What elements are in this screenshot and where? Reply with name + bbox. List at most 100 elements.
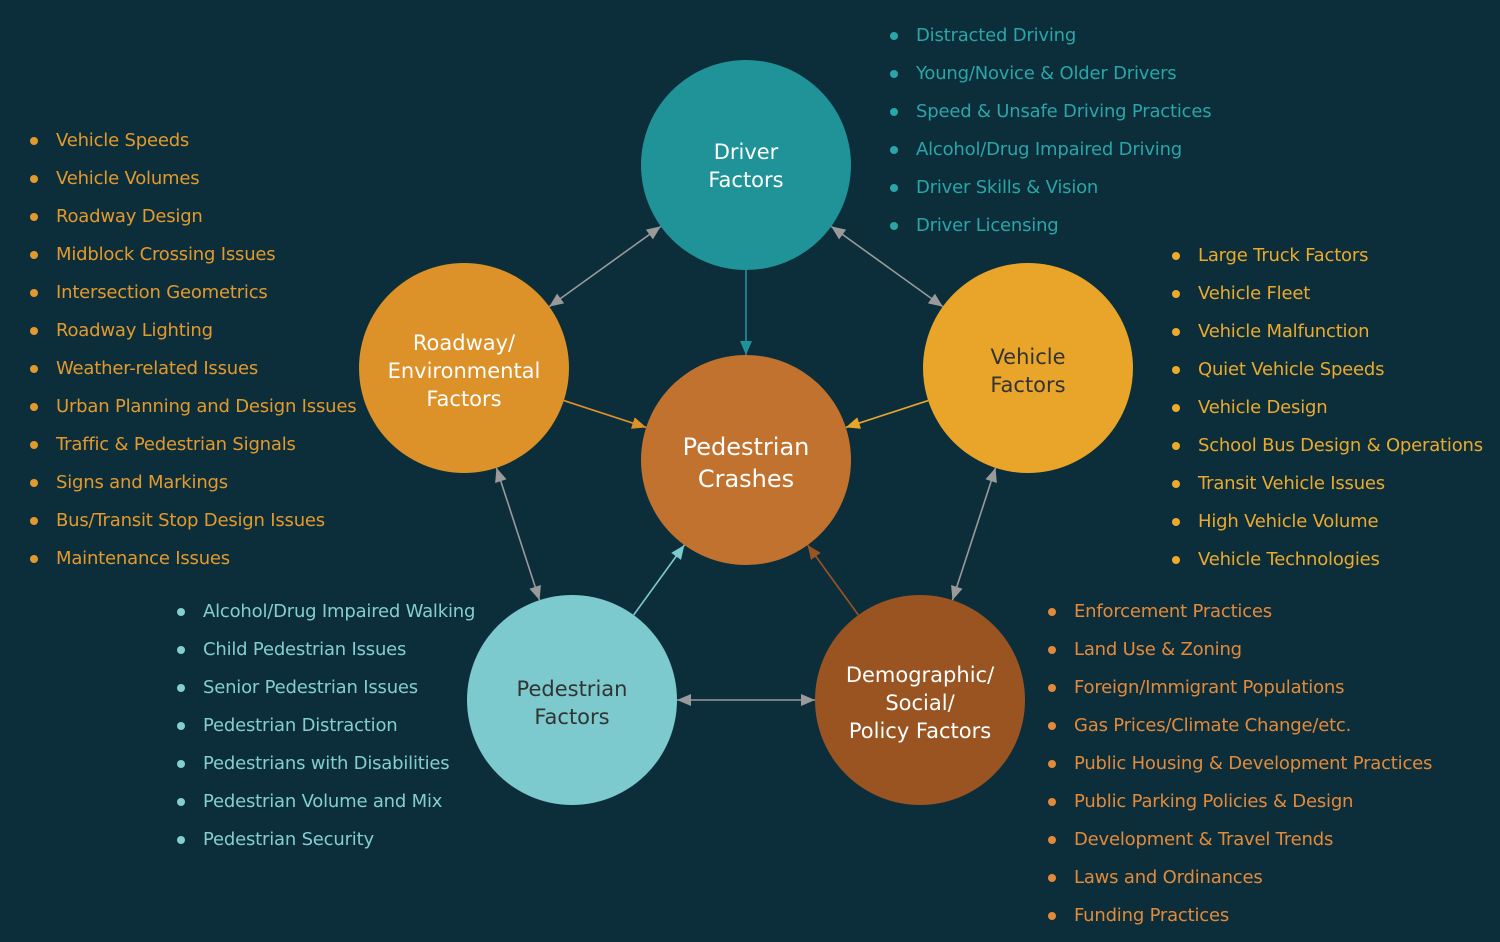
demographic-factor-item: Laws and Ordinances: [1048, 866, 1432, 904]
factor-text: Pedestrian Distraction: [203, 715, 398, 736]
factor-text: Vehicle Technologies: [1198, 549, 1380, 570]
pedestrian-factor-item: Alcohol/Drug Impaired Walking: [177, 600, 475, 638]
pedestrian-factor-item: Senior Pedestrian Issues: [177, 676, 475, 714]
factor-text: Traffic & Pedestrian Signals: [56, 434, 296, 455]
bullet-icon: [30, 175, 38, 183]
bullet-icon: [1172, 480, 1180, 488]
vehicle-factor-item: Vehicle Technologies: [1172, 548, 1483, 586]
bullet-icon: [1172, 290, 1180, 298]
bullet-icon: [177, 684, 185, 692]
factor-text: High Vehicle Volume: [1198, 511, 1379, 532]
bullet-icon: [30, 327, 38, 335]
arrowhead-icon: [927, 293, 943, 307]
bullet-icon: [30, 289, 38, 297]
driver-factor-item: Distracted Driving: [890, 24, 1211, 62]
arrowhead-icon: [671, 545, 685, 560]
bullet-icon: [1048, 798, 1056, 806]
factor-text: Signs and Markings: [56, 472, 228, 493]
bullet-icon: [890, 146, 898, 154]
bullet-icon: [1172, 366, 1180, 374]
vehicle-to-center-arrow: [845, 399, 929, 429]
arrowhead-icon: [677, 694, 691, 706]
bullet-icon: [1048, 874, 1056, 882]
roadway-factor-item: Signs and Markings: [30, 471, 356, 509]
factor-text: Midblock Crossing Issues: [56, 244, 276, 265]
vehicle-node-label: Vehicle Factors: [990, 345, 1066, 397]
bullet-icon: [1048, 836, 1056, 844]
factor-text: Urban Planning and Design Issues: [56, 396, 357, 417]
vehicle-factor-item: Vehicle Fleet: [1172, 282, 1483, 320]
demographic-to-center-arrow: [806, 544, 860, 616]
bullet-icon: [177, 760, 185, 768]
bullet-icon: [177, 722, 185, 730]
factor-text: Alcohol/Drug Impaired Driving: [916, 139, 1183, 160]
pedestrian-node-circle: [467, 595, 677, 805]
bullet-icon: [890, 184, 898, 192]
arrowhead-icon: [831, 226, 847, 240]
arrowhead-icon: [495, 467, 507, 484]
bullet-icon: [177, 798, 185, 806]
pedestrian-factor-item: Child Pedestrian Issues: [177, 638, 475, 676]
factor-text: Laws and Ordinances: [1074, 867, 1263, 888]
driver-factor-item: Driver Licensing: [890, 214, 1211, 252]
driver-factor-item: Driver Skills & Vision: [890, 176, 1211, 214]
bullet-icon: [30, 137, 38, 145]
factor-text: Weather-related Issues: [56, 358, 259, 379]
arrowhead-icon: [631, 417, 647, 429]
factor-text: Vehicle Volumes: [56, 168, 200, 189]
bullet-icon: [890, 70, 898, 78]
factor-text: Public Housing & Development Practices: [1074, 753, 1433, 774]
arrowhead-icon: [529, 584, 541, 601]
roadway-node-circle: [359, 263, 569, 473]
factor-text: Vehicle Design: [1198, 397, 1328, 418]
bullet-icon: [30, 517, 38, 525]
driver-factor-item: Alcohol/Drug Impaired Driving: [890, 138, 1211, 176]
bullet-icon: [30, 251, 38, 259]
roadway-factor-item: Bus/Transit Stop Design Issues: [30, 509, 356, 547]
demographic-factor-item: Funding Practices: [1048, 904, 1432, 942]
factor-text: Child Pedestrian Issues: [203, 639, 407, 660]
factor-text: Pedestrians with Disabilities: [203, 753, 450, 774]
arrowhead-icon: [645, 226, 661, 240]
driver-factor-item: Young/Novice & Older Drivers: [890, 62, 1211, 100]
bullet-icon: [1172, 518, 1180, 526]
driver-vehicle-connector: [830, 225, 944, 308]
factor-text: Pedestrian Volume and Mix: [203, 791, 443, 812]
arrowhead-icon: [801, 694, 815, 706]
factor-text: Public Parking Policies & Design: [1074, 791, 1354, 812]
pedestrian-to-center-arrow: [632, 544, 686, 616]
pedestrian-factor-item: Pedestrians with Disabilities: [177, 752, 475, 790]
arrowhead-icon: [985, 467, 997, 484]
roadway-factor-item: Maintenance Issues: [30, 547, 356, 585]
factor-text: Intersection Geometrics: [56, 282, 268, 303]
demographic-factor-item: Development & Travel Trends: [1048, 828, 1432, 866]
driver-node-circle: [641, 60, 851, 270]
roadway-pedestrian-connector: [495, 467, 541, 601]
factor-text: Development & Travel Trends: [1074, 829, 1334, 850]
vehicle-node-circle: [923, 263, 1133, 473]
arrowhead-icon: [845, 417, 861, 429]
center-node-label: Pedestrian Crashes: [682, 433, 810, 493]
bullet-icon: [1048, 608, 1056, 616]
pedestrian-factor-item: Pedestrian Distraction: [177, 714, 475, 752]
connectors: [495, 225, 997, 706]
demographic-factor-item: Public Housing & Development Practices: [1048, 752, 1432, 790]
factor-text: Foreign/Immigrant Populations: [1074, 677, 1345, 698]
factor-text: Enforcement Practices: [1074, 601, 1272, 622]
demographic-factor-item: Public Parking Policies & Design: [1048, 790, 1432, 828]
roadway-factor-item: Intersection Geometrics: [30, 281, 356, 319]
factor-text: Land Use & Zoning: [1074, 639, 1242, 660]
roadway-to-center-arrow: [563, 399, 647, 429]
factor-text: Roadway Lighting: [56, 320, 213, 341]
vehicle-factor-item: Transit Vehicle Issues: [1172, 472, 1483, 510]
factor-text: Transit Vehicle Issues: [1198, 473, 1385, 494]
roadway-factor-item: Weather-related Issues: [30, 357, 356, 395]
factor-text: Funding Practices: [1074, 905, 1230, 926]
roadway-factor-item: Roadway Lighting: [30, 319, 356, 357]
driver-node-label: Driver Factors: [708, 140, 784, 192]
demographic-factor-item: Gas Prices/Climate Change/etc.: [1048, 714, 1432, 752]
vehicle-factor-item: Vehicle Design: [1172, 396, 1483, 434]
